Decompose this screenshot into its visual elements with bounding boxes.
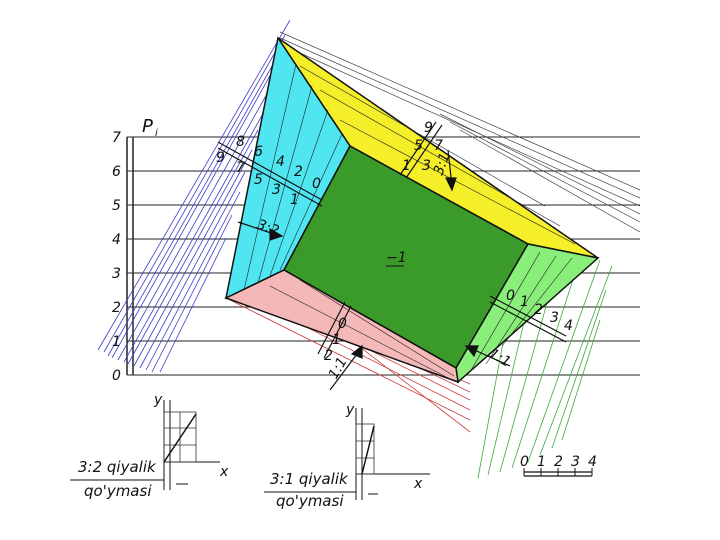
top-construction-lines bbox=[279, 31, 641, 233]
diagram-a-caption-line-1: 3:2 qiyalik bbox=[78, 458, 157, 476]
left-scale-top-label: 4 bbox=[276, 154, 285, 170]
scale-cross-lines bbox=[217, 121, 567, 359]
left-scale-bottom-label: 3 bbox=[272, 182, 281, 198]
left-scale-bottom-label: 5 bbox=[254, 172, 263, 188]
bottom-scale-label: 0 bbox=[338, 316, 347, 332]
level-label-1: 1 bbox=[112, 334, 121, 350]
left-scale-top-label: 8 bbox=[236, 134, 245, 150]
left-scale-top-label: 2 bbox=[294, 164, 303, 180]
left-face-scale: 8 6 4 2 0 9 7 5 3 1 3:2 bbox=[216, 134, 321, 239]
left-scale-bottom-label: 1 bbox=[290, 192, 299, 208]
right-scale-label: 3 bbox=[550, 310, 559, 326]
left-scale-bottom-label: 7 bbox=[236, 160, 245, 176]
diagram-b-caption-line-1: 3:1 qiyalik bbox=[270, 470, 349, 488]
level-label-6: 6 bbox=[112, 164, 121, 180]
top-face-ratio: 3:1 bbox=[431, 151, 454, 178]
slope-arrows bbox=[237, 149, 511, 391]
right-scale-label: 2 bbox=[534, 302, 543, 318]
top-scale-label: 1 bbox=[402, 158, 411, 174]
diagram-b-caption-line-2: qo'ymasi bbox=[276, 492, 344, 510]
left-face-ratio: 3:2 bbox=[255, 217, 282, 240]
scale-bar-label-0: 0 bbox=[520, 454, 529, 470]
right-scale-label: 0 bbox=[506, 288, 515, 304]
level-label-4: 4 bbox=[112, 232, 121, 248]
slope-diagram-3-1: y x 3:1 qiyalik qo'ymasi bbox=[264, 402, 430, 510]
top-scale-label: 9 bbox=[424, 120, 433, 136]
right-scale-label: 1 bbox=[520, 294, 529, 310]
top-scale-label: 3 bbox=[422, 158, 431, 174]
level-label-5: 5 bbox=[112, 198, 121, 214]
left-scale-top-label: 6 bbox=[254, 144, 263, 160]
diagram-b-y-label: y bbox=[345, 402, 355, 418]
level-label-7: 7 bbox=[112, 130, 121, 146]
top-scale-label: 5 bbox=[414, 138, 423, 154]
scale-bar-label-3: 3 bbox=[571, 454, 580, 470]
level-label-3: 3 bbox=[112, 266, 121, 282]
left-scale-top-label: 0 bbox=[312, 176, 321, 192]
level-labels: 0 1 2 3 4 5 6 7 P i bbox=[112, 116, 158, 384]
level-header-subscript: i bbox=[155, 128, 158, 139]
diagram-a-x-label: x bbox=[219, 464, 229, 480]
bottom-scale-label: 1 bbox=[332, 332, 341, 348]
face-hatching bbox=[243, 63, 576, 381]
top-face-scale: 9 7 5 3 1 3:1 bbox=[402, 120, 453, 177]
right-scale-label: 4 bbox=[564, 318, 573, 334]
left-scale-bottom-label: 9 bbox=[216, 150, 225, 166]
scale-bar: 0 1 2 3 4 bbox=[520, 454, 597, 477]
bottom-scale-label: 2 bbox=[324, 348, 333, 364]
bottom-slope-face bbox=[224, 269, 459, 384]
center-face-label: −1 bbox=[386, 250, 407, 266]
level-axis bbox=[126, 137, 134, 375]
scale-bar-label-4: 4 bbox=[588, 454, 597, 470]
diagram-a-caption-line-2: qo'ymasi bbox=[84, 482, 152, 500]
level-label-0: 0 bbox=[112, 368, 121, 384]
top-scale-label: 7 bbox=[434, 138, 443, 154]
slope-diagram-3-2: y x 3:2 qiyalik qo'ymasi bbox=[70, 392, 229, 500]
left-construction-lines bbox=[97, 19, 291, 373]
level-header: P bbox=[142, 116, 153, 137]
scale-bar-label-1: 1 bbox=[537, 454, 546, 470]
diagram-b-x-label: x bbox=[413, 476, 423, 492]
scale-bar-label-2: 2 bbox=[554, 454, 563, 470]
level-label-2: 2 bbox=[112, 300, 121, 316]
diagram-a-y-label: y bbox=[153, 392, 163, 408]
